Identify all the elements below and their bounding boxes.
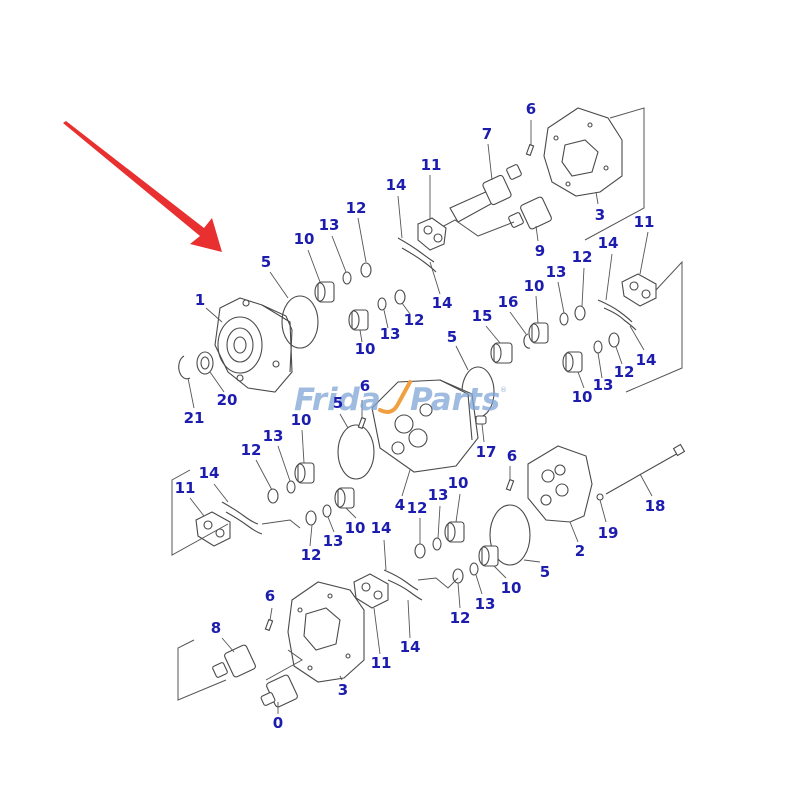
bracket-14-bottom [417,577,459,589]
bracket-11-right [625,260,683,393]
callout-10: 10 [294,230,315,248]
bracket-3-upper [584,107,645,241]
callout-19: 19 [598,524,619,542]
bracket-3-lower [265,649,303,681]
callout-21: 21 [184,409,205,427]
callout-12: 12 [614,363,635,381]
callout-13: 13 [263,427,284,445]
callout-11: 11 [371,654,392,672]
callout-15: 15 [472,307,493,325]
bracket-14-lower [261,519,301,529]
callout-13: 13 [593,376,614,394]
callout-13: 13 [319,216,340,234]
callout-5: 5 [447,328,457,346]
callout-13: 13 [428,486,449,504]
callout-4: 4 [395,496,405,514]
callout-14: 14 [598,234,619,252]
callout-9: 9 [535,242,545,260]
watermark-text-left: Frida [294,382,381,418]
part-6-dowel-pins [264,143,535,632]
part-5-o-ring-c [337,424,375,480]
callout-5: 5 [333,394,343,412]
callout-10: 10 [448,474,469,492]
callout-6: 6 [507,447,517,465]
callout-12: 12 [450,609,471,627]
part-7-drive-gear-shaft [449,164,522,223]
callout-10: 10 [345,519,366,537]
watermark-check-icon [378,380,412,414]
callout-14: 14 [432,294,453,312]
part-9-driven-gear [508,196,552,230]
callout-18: 18 [645,497,666,515]
callout-13: 13 [323,532,344,550]
callout-13: 13 [380,325,401,343]
bracket-7-9 [439,219,515,237]
part-14-seals [221,237,637,601]
part-5-o-ring-a [281,295,319,349]
callout-13: 13 [475,595,496,613]
callout-14: 14 [400,638,421,656]
callout-20: 20 [217,391,238,409]
part-11-side-plates [195,217,657,609]
callout-12: 12 [346,199,367,217]
callout-0: 0 [273,714,283,732]
callout-11: 11 [175,479,196,497]
callout-10: 10 [524,277,545,295]
part-10-bushings [294,281,583,567]
callout-2: 2 [575,542,585,560]
part-2-rear-cover [527,445,593,523]
callout-12: 12 [301,546,322,564]
bracket-8 [177,639,227,701]
part-8-gear-shaft [212,644,256,678]
callout-labels: 7631114914121310511213102120111412131016… [175,100,666,732]
part-20-oil-seal [196,351,214,375]
part-19-washer [596,493,604,501]
part-3-gear-case-upper [543,107,623,197]
callout-5: 5 [540,563,550,581]
callout-11: 11 [421,156,442,174]
callout-16: 16 [498,293,519,311]
callout-10: 10 [501,579,522,597]
callout-6: 6 [360,377,370,395]
callout-12: 12 [241,441,262,459]
watermark-registered: ® [500,386,507,394]
bracket-11-left [171,469,229,556]
part-3-gear-case-lower [287,581,365,683]
callout-10: 10 [355,340,376,358]
callout-13: 13 [546,263,567,281]
callout-11: 11 [634,213,655,231]
callout-12: 12 [404,311,425,329]
callout-14: 14 [199,464,220,482]
fridayparts-watermark: Frida Parts ® [294,380,507,418]
part-21-snap-ring [178,355,191,380]
part-18-bolt [605,443,686,495]
callout-17: 17 [476,443,497,461]
watermark-text-right: Parts [410,382,500,418]
callout-10: 10 [291,411,312,429]
callout-7: 7 [482,125,492,143]
callout-14: 14 [386,176,407,194]
callout-3: 3 [338,681,348,699]
callout-12: 12 [572,248,593,266]
red-pointer-arrow [63,121,222,252]
callout-8: 8 [211,619,221,637]
callout-6: 6 [265,587,275,605]
part-15-sleeve [490,342,513,364]
callout-5: 5 [261,253,271,271]
part-9-driven-gear-lower [260,674,298,708]
callout-12: 12 [407,499,428,517]
part-5-o-ring-d [489,504,531,566]
callout-10: 10 [572,388,593,406]
part-16-snap-ring [523,333,531,349]
callout-6: 6 [526,100,536,118]
part-1-front-cover [214,297,293,393]
callout-1: 1 [195,291,205,309]
callout-14: 14 [371,519,392,537]
part-17-plug [475,415,487,425]
leader-lines [187,120,653,714]
callout-14: 14 [636,351,657,369]
callout-3: 3 [595,206,605,224]
